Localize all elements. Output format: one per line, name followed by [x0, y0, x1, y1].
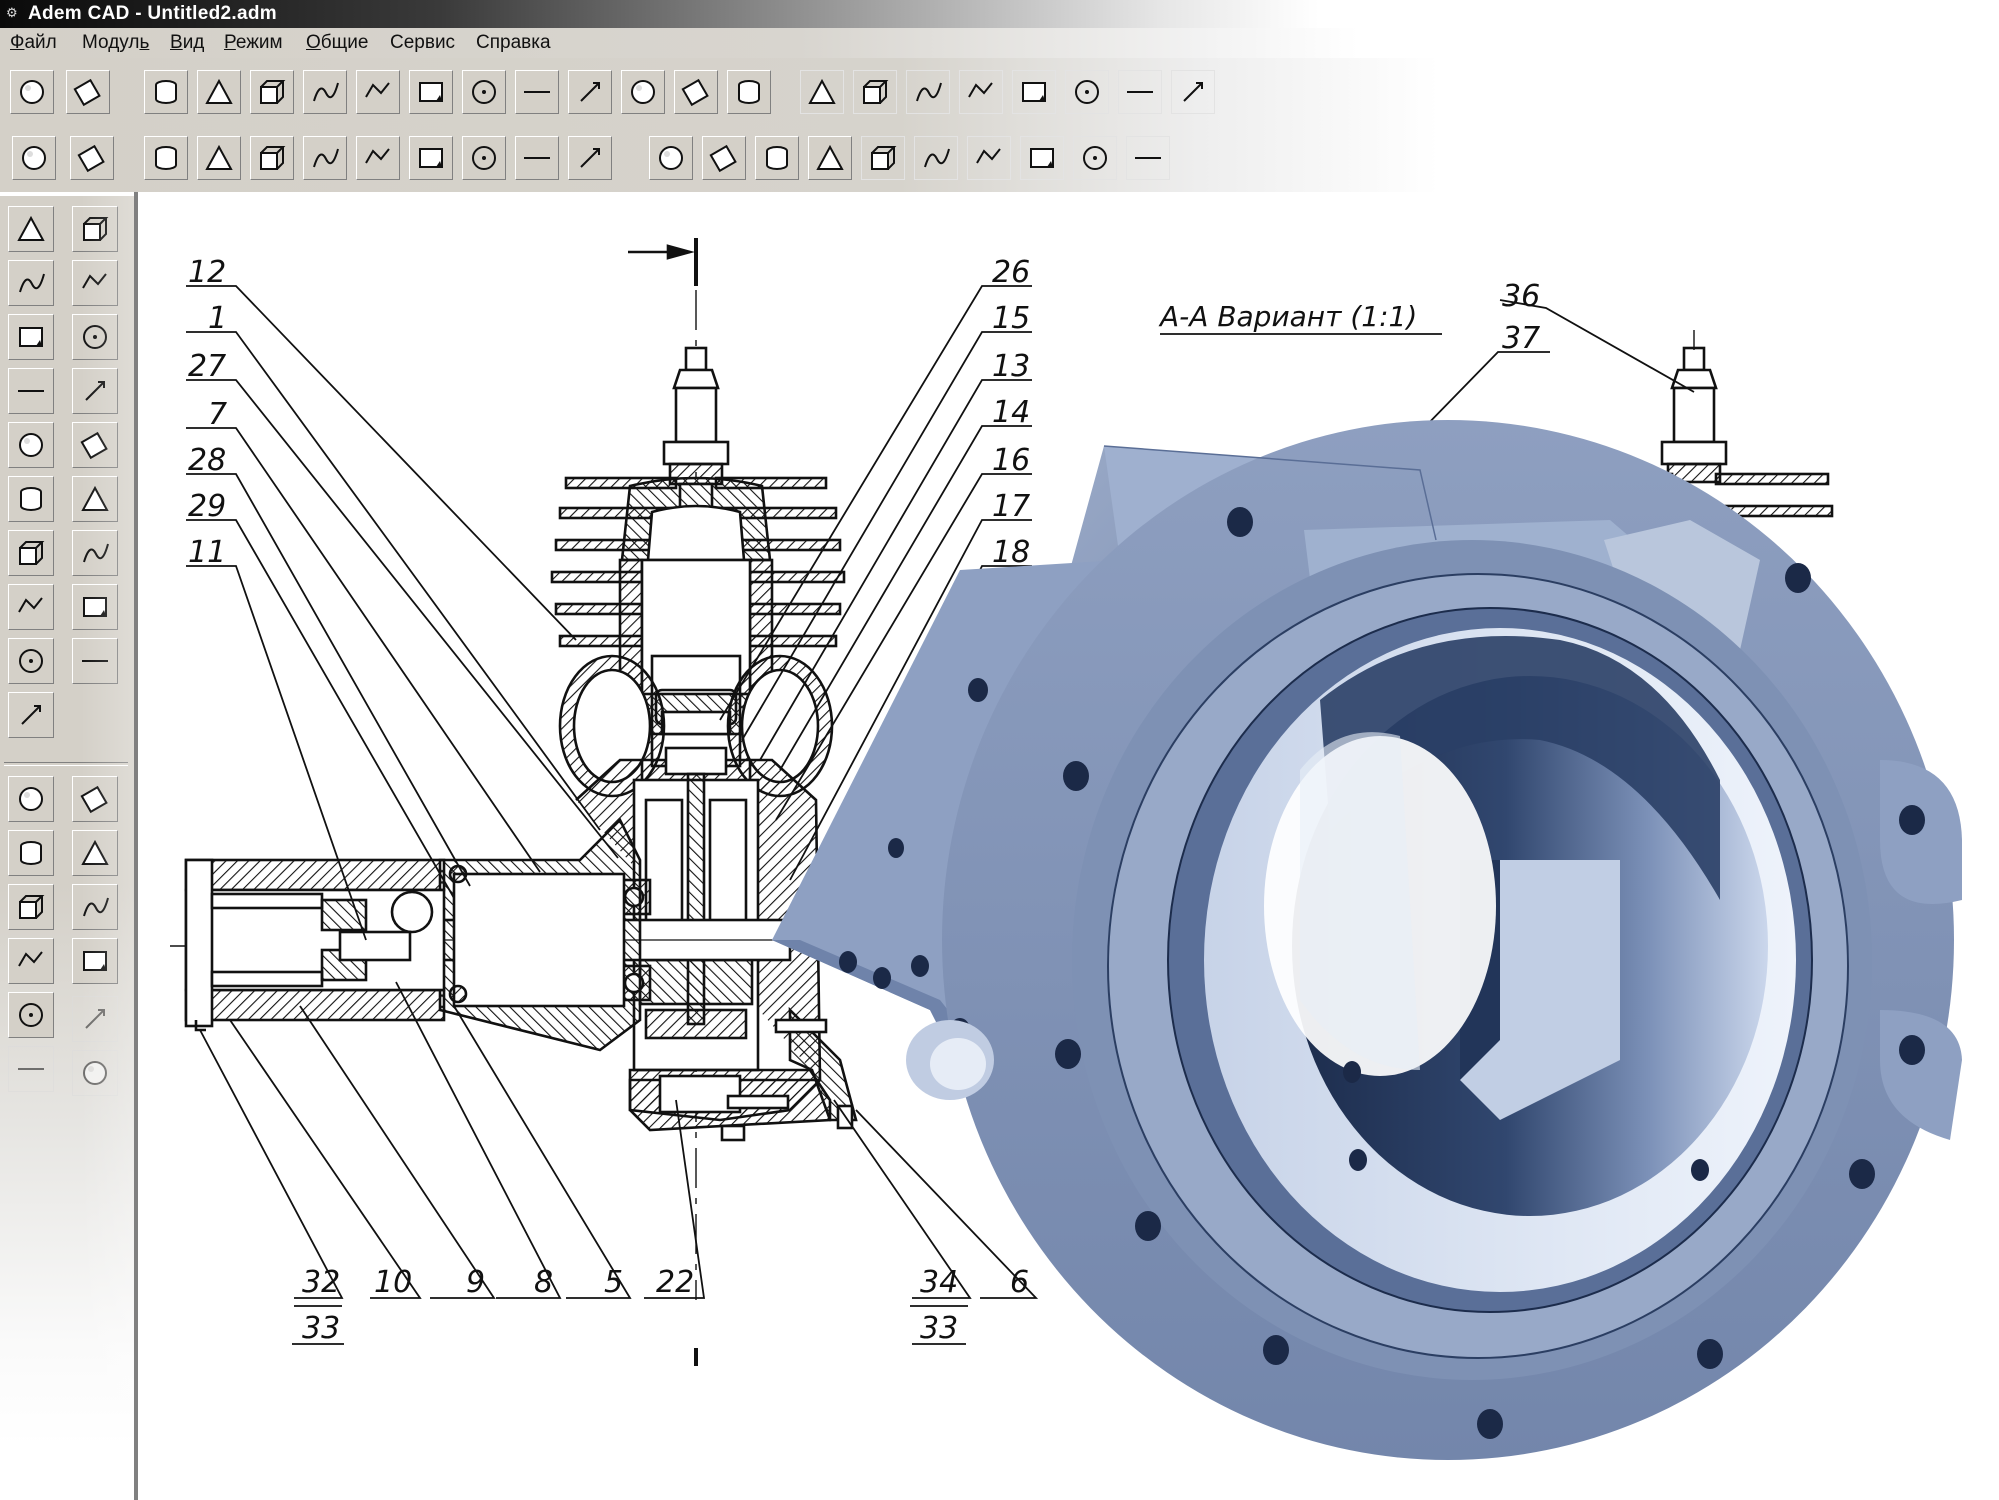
prism-button[interactable] — [621, 70, 665, 114]
redo-button[interactable] — [66, 70, 110, 114]
frame-button[interactable] — [1126, 136, 1170, 180]
callout-18: 18 — [992, 535, 1030, 570]
menu-view[interactable]: Вид — [170, 32, 205, 53]
callout-6: 6 — [1010, 1265, 1029, 1300]
menu-bar: Файл Модуль Вид Режим Общие Сервис Справ… — [0, 28, 1999, 58]
leader-button[interactable] — [967, 136, 1011, 180]
rectangle-button[interactable] — [197, 136, 241, 180]
callout-28: 28 — [188, 443, 226, 478]
text-button[interactable] — [649, 136, 693, 180]
menu-file[interactable]: Файл — [10, 32, 57, 53]
callout-32: 32 — [302, 1265, 340, 1300]
check-button[interactable] — [914, 136, 958, 180]
callout-27: 27 — [188, 349, 226, 384]
save-button[interactable] — [12, 136, 56, 180]
app-icon: ⚙ — [6, 5, 18, 20]
arc-button[interactable] — [303, 136, 347, 180]
format-button[interactable] — [755, 136, 799, 180]
callout-13: 13 — [992, 349, 1030, 384]
surface-button[interactable] — [674, 70, 718, 114]
menu-mode[interactable]: Режим — [224, 32, 283, 53]
line-button[interactable] — [144, 136, 188, 180]
crankcase-3d-model — [772, 420, 1962, 1460]
cylinder-button[interactable] — [197, 70, 241, 114]
spline-button[interactable] — [462, 136, 506, 180]
polygon-button[interactable] — [409, 136, 453, 180]
measure-button[interactable] — [1073, 136, 1117, 180]
section-drawing — [170, 238, 1834, 1366]
callout-7: 7 — [208, 397, 227, 432]
callout-9: 9 — [466, 1265, 485, 1300]
menu-help[interactable]: Справка — [476, 32, 551, 53]
toolbar-2d — [0, 128, 1999, 192]
solid-subtract-button[interactable] — [853, 70, 897, 114]
solid-copy-button[interactable] — [1118, 70, 1162, 114]
callout-14: 14 — [992, 395, 1030, 430]
callout-26: 26 — [992, 255, 1030, 290]
callout-8: 8 — [534, 1265, 553, 1300]
curve-button[interactable] — [515, 136, 559, 180]
toolbar-3d — [0, 58, 1999, 128]
title-bar[interactable]: ⚙ Adem CAD - Untitled2.adm — [0, 0, 1999, 28]
text-edit-button[interactable] — [702, 136, 746, 180]
callout-labels: 12 1 27 7 28 29 11 26 15 13 14 16 17 18 … — [188, 255, 1540, 1346]
dimension-button[interactable] — [808, 136, 852, 180]
tube-button[interactable] — [250, 70, 294, 114]
callout-16: 16 — [992, 443, 1030, 478]
sphere-button[interactable] — [144, 70, 188, 114]
sweep-button[interactable] — [356, 70, 400, 114]
solid-union-button[interactable] — [800, 70, 844, 114]
callout-22: 22 — [656, 1265, 694, 1300]
callout-36: 36 — [1502, 279, 1540, 314]
angle-button[interactable] — [861, 136, 905, 180]
solid-split-button[interactable] — [959, 70, 1003, 114]
solid-cut-button[interactable] — [1012, 70, 1056, 114]
menu-module[interactable]: Модуль — [82, 32, 150, 53]
mesh-button[interactable] — [727, 70, 771, 114]
callout-17: 17 — [992, 489, 1030, 524]
callout-34: 34 — [920, 1265, 958, 1300]
callout-11: 11 — [188, 535, 226, 570]
circle-button[interactable] — [250, 136, 294, 180]
callout-33-left: 33 — [302, 1311, 340, 1346]
point-button[interactable] — [568, 136, 612, 180]
callout-1: 1 — [208, 301, 227, 336]
solid-revolve-button[interactable] — [1065, 70, 1109, 114]
callout-12: 12 — [188, 255, 226, 290]
solid-delete-button[interactable] — [1171, 70, 1215, 114]
callout-15: 15 — [992, 301, 1030, 336]
solid-intersect-button[interactable] — [906, 70, 950, 114]
save-as-button[interactable] — [70, 136, 114, 180]
window-title: Adem CAD - Untitled2.adm — [28, 3, 277, 24]
box-button[interactable] — [515, 70, 559, 114]
cone-button[interactable] — [568, 70, 612, 114]
callout-10: 10 — [374, 1265, 412, 1300]
snap-button[interactable] — [1020, 136, 1064, 180]
canvas-border — [134, 192, 138, 1500]
section-button[interactable] — [409, 70, 453, 114]
callout-37: 37 — [1502, 321, 1540, 356]
section-title: А-А Вариант (1:1) — [1158, 300, 1417, 333]
spring-button[interactable] — [303, 70, 347, 114]
menu-service[interactable]: Сервис — [390, 32, 456, 53]
polyline-button[interactable] — [356, 136, 400, 180]
tool-palette — [0, 196, 134, 1446]
undo-button[interactable] — [10, 70, 54, 114]
callout-33-right: 33 — [920, 1311, 958, 1346]
callout-29: 29 — [188, 489, 226, 524]
menu-general[interactable]: Общие — [306, 32, 369, 53]
pyramid-button[interactable] — [462, 70, 506, 114]
callout-5: 5 — [604, 1265, 623, 1300]
